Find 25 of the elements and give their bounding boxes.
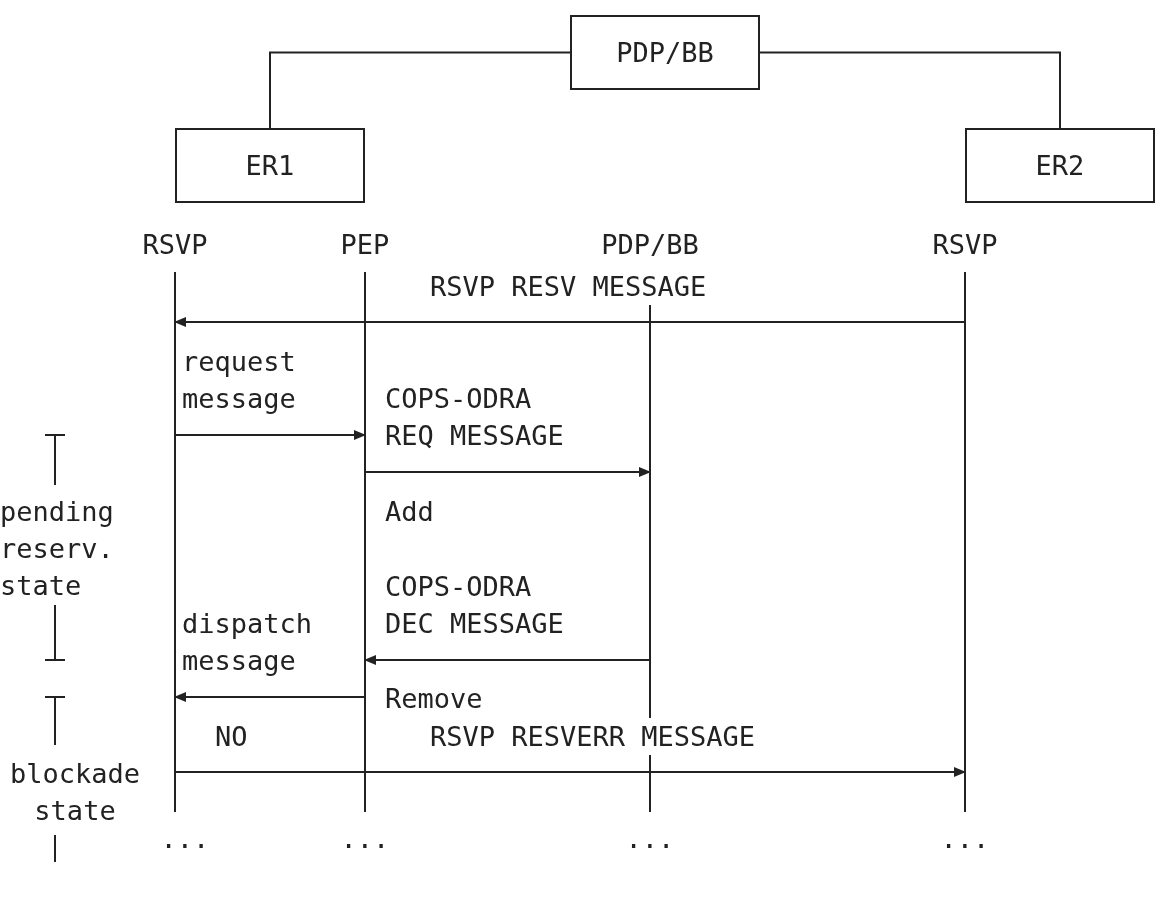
participant-label: RSVP: [141, 228, 209, 262]
connector-line: [269, 51, 571, 129]
note-text: NO: [215, 720, 248, 754]
note-text: Remove: [385, 682, 483, 716]
message-arrow: [174, 430, 366, 440]
participant-label: RSVP: [931, 228, 999, 262]
message-label: RSVP RESVERR MESSAGE: [430, 718, 756, 755]
participant-label: PEP: [339, 228, 391, 262]
annotation-text: blockade state: [8, 757, 141, 828]
annotation-text: pending reserv. state: [0, 495, 115, 603]
participant-label: PDP/BB: [600, 228, 700, 262]
ellipsis-text: ...: [939, 822, 991, 856]
node-box: ER2: [965, 128, 1155, 203]
node-box: PDP/BB: [570, 15, 760, 90]
ellipsis-text: ...: [159, 822, 211, 856]
note-text: Add: [385, 495, 434, 529]
message-arrow: [174, 317, 966, 327]
ellipsis-text: ...: [339, 822, 391, 856]
node-box: ER1: [175, 128, 365, 203]
message-arrow: [364, 655, 651, 665]
connector-line: [759, 51, 1061, 129]
ellipsis-text: ...: [624, 822, 676, 856]
message-arrow: [174, 767, 966, 777]
message-arrow: [174, 692, 366, 702]
message-arrow: [364, 467, 651, 477]
